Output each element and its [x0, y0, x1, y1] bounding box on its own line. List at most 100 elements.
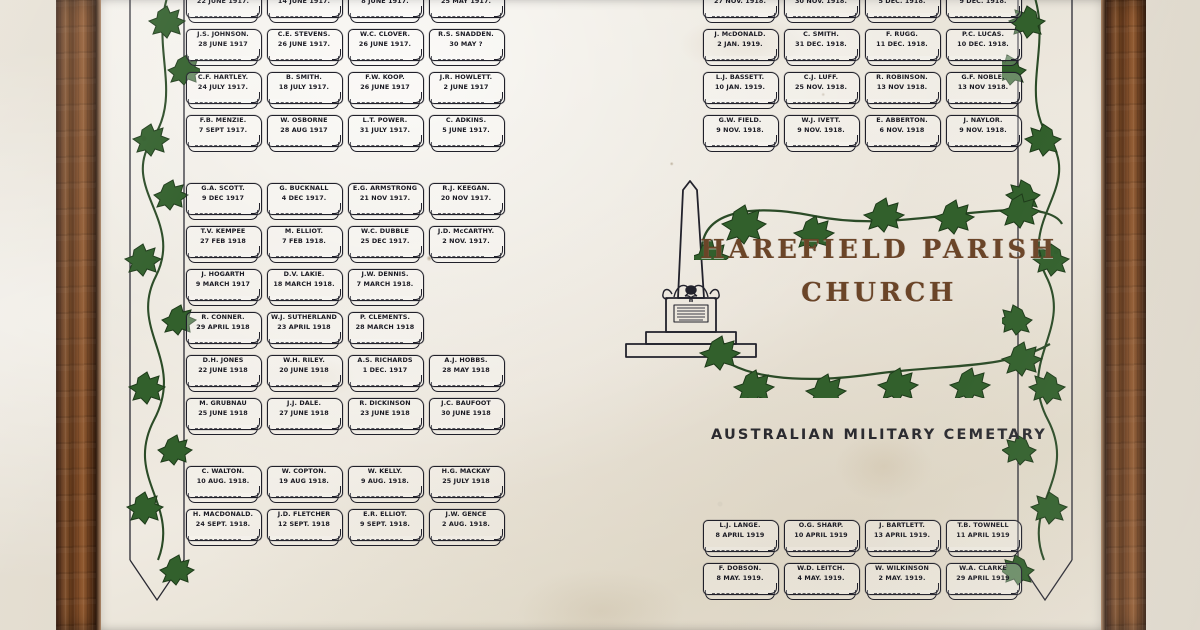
plaque-row: F. DOBSON.8 MAY. 1919.W.D. LEITCH.4 MAY.… [703, 563, 1027, 606]
plaque-date: 9 AUG. 1918. [361, 476, 409, 485]
plaque-name: J. BARTLETT. [879, 521, 925, 529]
plaque-text: F.J.W. MARSHALL5 DEC. 1918. [865, 0, 939, 5]
plaque-corner-curl [332, 203, 341, 214]
plaque-corner-curl [768, 92, 777, 103]
plaque-rule [874, 102, 920, 103]
plaque-card [267, 115, 343, 147]
name-plaque: F. RUGG.11 DEC. 1918. [865, 29, 941, 67]
plaque-text: M. ELLIOT.7 FEB 1918. [267, 227, 341, 245]
plaque-card [186, 509, 262, 541]
plaque-scroll-tail [786, 13, 856, 23]
plaque-scroll-tail [705, 56, 775, 66]
plaque-rule [195, 213, 241, 214]
plaque-rule [195, 342, 241, 343]
plaque-rule [712, 593, 758, 594]
plaque-name: W.H. RILEY. [283, 356, 325, 364]
plaque-card [186, 0, 262, 18]
plaque-scroll-tail [431, 210, 501, 220]
plaque-name: T.V. KEMPEE [200, 227, 246, 235]
plaque-scroll-tail [188, 142, 258, 152]
plaque-name: W.J. SUTHERLAND [271, 313, 337, 321]
plaque-date: 24 SEPT. 1918. [195, 519, 251, 528]
plaque-card [267, 72, 343, 104]
name-plaque: F.J.W. MARSHALL5 DEC. 1918. [865, 0, 941, 24]
plaque-date: 9 DEC 1917 [201, 193, 245, 202]
plaque-date: 13 APRIL 1919. [874, 530, 930, 539]
name-plaque: C. WALTON.10 AUG. 1918. [186, 466, 262, 504]
plaque-corner-curl [332, 375, 341, 386]
plaque-name: W. KELLY. [367, 467, 403, 475]
plaque-card [186, 115, 262, 147]
memorial-board: C.C. HALL.22 JUNE 1917.K. BARNES.14 JUNE… [96, 0, 1106, 630]
plaque-card [429, 398, 505, 430]
plaque-corner-curl [251, 375, 260, 386]
plaque-text: W. COPTON.19 AUG 1918. [267, 467, 341, 485]
plaque-text: F. RUGG.11 DEC. 1918. [865, 30, 939, 48]
plaque-text: C.F. HARTLEY.24 JULY 1917. [186, 73, 260, 91]
plaque-date: 19 AUG 1918. [279, 476, 329, 485]
plaque-corner-curl [332, 332, 341, 343]
name-plaque: J.T. MOORE.27 NOV. 1918. [703, 0, 779, 24]
plaque-rule [955, 102, 1001, 103]
plaque-text: J.R. HOWLETT.2 JUNE 1917 [429, 73, 503, 91]
plaque-scroll-tail [269, 13, 339, 23]
plaque-rule [874, 59, 920, 60]
plaque-rule [276, 145, 322, 146]
plaque-date: 10 APRIL 1919 [794, 530, 848, 539]
plaque-card [865, 115, 941, 147]
plaque-corner-curl [413, 246, 422, 257]
plaque-scroll-tail [269, 493, 339, 503]
plaque-date: 29 APRIL 1918 [196, 322, 250, 331]
cemetery-subtitle: AUSTRALIAN MILITARY CEMETARY [710, 427, 1048, 443]
name-plaque: C.J. LUFF.25 NOV. 1918. [784, 72, 860, 110]
plaque-date: 9 DEC. 1918. [959, 0, 1007, 5]
plaque-date: 10 JAN. 1919. [715, 82, 765, 91]
plaque-name: C.J. LUFF. [803, 73, 839, 81]
plaque-row: G.W. FIELD.9 NOV. 1918.W.J. IVETT.9 NOV.… [703, 115, 1027, 158]
plaque-rule [793, 102, 839, 103]
holly-scroll-bottom [698, 335, 1051, 398]
plaque-card [946, 115, 1022, 147]
plaque-card [348, 115, 424, 147]
plaque-date: 10 AUG. 1918. [196, 476, 250, 485]
plaque-rule [874, 550, 920, 551]
plaque-name: W.C. DUBBLE [360, 227, 410, 235]
plaque-corner-curl [332, 49, 341, 60]
plaque-text: W.H. RILEY.20 JUNE 1918 [267, 356, 341, 374]
plaque-text: C. ADKINS.5 JUNE 1917. [429, 116, 503, 134]
name-plaque: E. ABBERTON.6 NOV. 1918 [865, 115, 941, 153]
name-plaque: J.G. BICE.25 MAY 1917. [429, 0, 505, 24]
plaque-rule [955, 145, 1001, 146]
plaque-scroll-tail [431, 99, 501, 109]
plaque-corner-curl [1011, 6, 1020, 17]
plaque-card [267, 398, 343, 430]
plaque-scroll-tail [350, 142, 420, 152]
plaque-text: J.D. McCARTHY.2 NOV. 1917. [429, 227, 503, 245]
plaque-scroll-tail [350, 253, 420, 263]
plaque-name: G.F. NOBLE. [961, 73, 1005, 81]
plaque-scroll-tail [431, 536, 501, 546]
plaque-card [703, 0, 779, 18]
plaque-card [784, 0, 860, 18]
plaque-row: C.C. HALL.22 JUNE 1917.K. BARNES.14 JUNE… [186, 0, 510, 29]
plaque-scroll-tail [188, 425, 258, 435]
plaque-card [946, 29, 1022, 61]
plaque-name: A.J. HOBBS. [444, 356, 488, 364]
plaque-name: M. GRUBNAU [199, 399, 247, 407]
plaque-rule [195, 16, 241, 17]
plaque-date: 9 NOV. 1918. [959, 125, 1007, 134]
plaque-scroll-tail [350, 13, 420, 23]
plaque-date: 7 FEB 1918. [282, 236, 326, 245]
plaque-row: H. MACDONALD.24 SEPT. 1918.J.D. FLETCHER… [186, 509, 510, 552]
plaque-scroll-tail [350, 493, 420, 503]
plaque-card [267, 226, 343, 258]
